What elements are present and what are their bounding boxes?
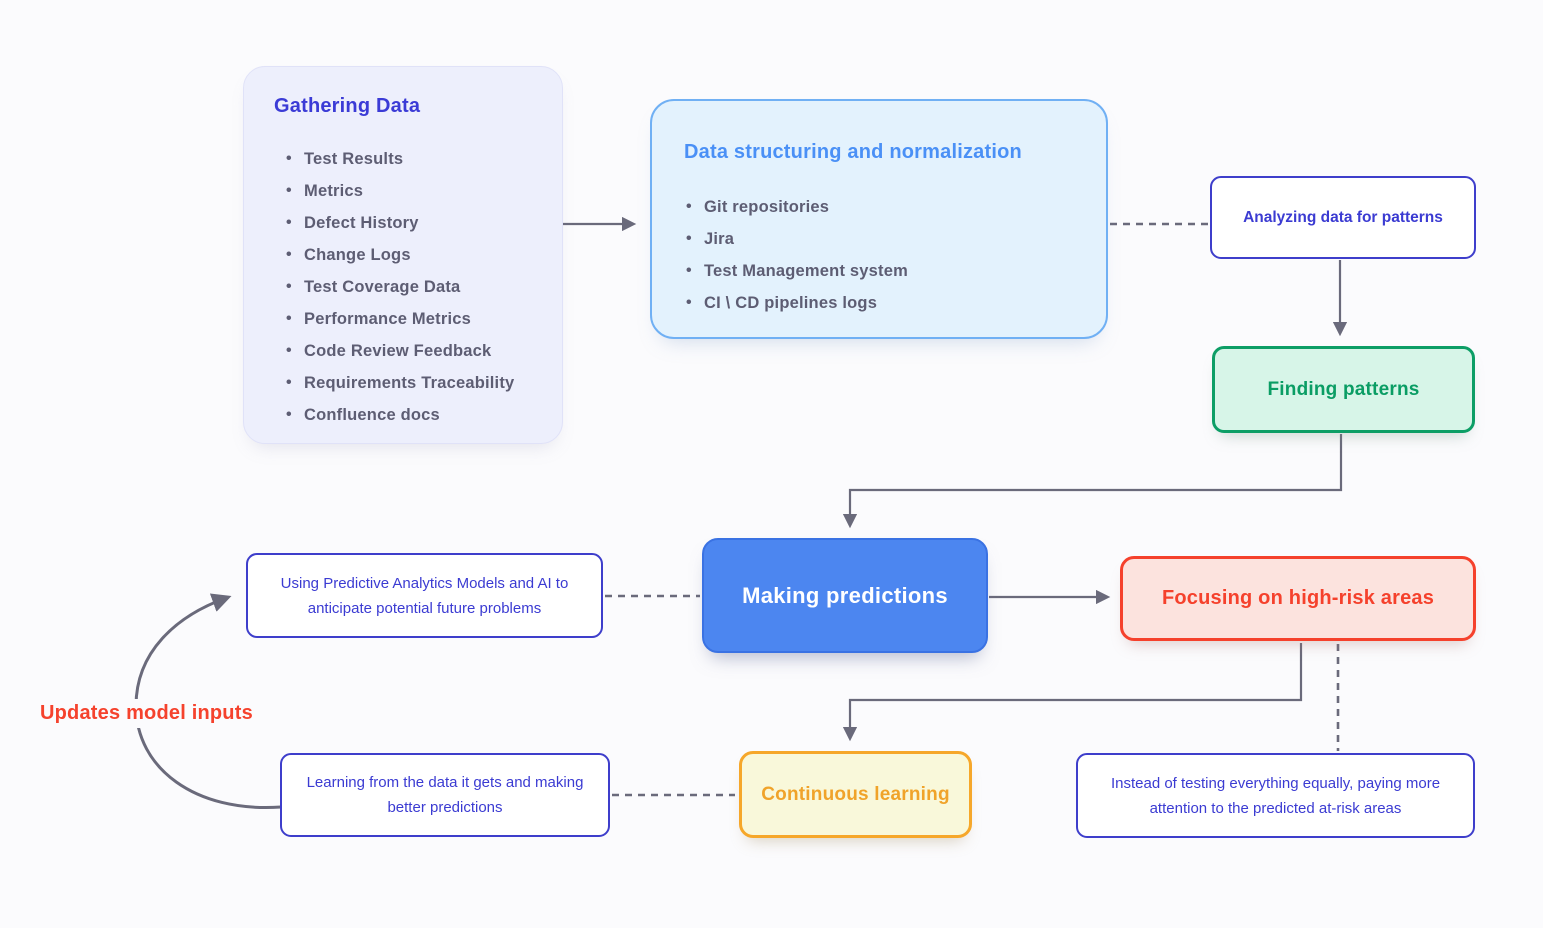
continuous-learning-label: Continuous learning bbox=[761, 783, 950, 805]
analyzing-data-box: Analyzing data for patterns bbox=[1210, 176, 1476, 259]
analyzing-data-label: Analyzing data for patterns bbox=[1243, 209, 1443, 226]
focusing-high-risk-label: Focusing on high-risk areas bbox=[1161, 587, 1435, 609]
updates-model-inputs-label: Updates model inputs bbox=[36, 699, 257, 728]
gathering-data-title: Gathering Data bbox=[274, 95, 421, 117]
list-item: Requirements Traceability bbox=[286, 367, 538, 399]
list-item: Change Logs bbox=[286, 239, 538, 271]
list-item: Performance Metrics bbox=[286, 303, 538, 335]
learning-note-label: Learning from the data it gets and makin… bbox=[306, 774, 584, 816]
finding-patterns-label: Finding patterns bbox=[1267, 378, 1420, 400]
elbow-finding-to-making bbox=[842, 434, 1343, 529]
list-item: Git repositories bbox=[686, 191, 1076, 223]
list-item: Test Results bbox=[286, 143, 538, 175]
continuous-learning-box: Continuous learning bbox=[739, 751, 972, 838]
focusing-high-risk-box: Focusing on high-risk areas bbox=[1120, 556, 1476, 641]
list-item: Confluence docs bbox=[286, 399, 538, 431]
list-item: Defect History bbox=[286, 207, 538, 239]
learning-note-box: Learning from the data it gets and makin… bbox=[280, 753, 610, 837]
gathering-data-list: Test Results Metrics Defect History Chan… bbox=[274, 143, 538, 431]
finding-patterns-box: Finding patterns bbox=[1212, 346, 1475, 433]
making-predictions-label: Making predictions bbox=[742, 582, 948, 608]
list-item: Test Management system bbox=[686, 255, 1076, 287]
elbow-focusing-to-continuous bbox=[842, 643, 1303, 742]
risk-testing-note-label: Instead of testing everything equally, p… bbox=[1110, 774, 1441, 817]
predictive-ai-note-label: Using Predictive Analytics Models and AI… bbox=[280, 574, 569, 617]
data-structuring-title: Data structuring and normalization bbox=[684, 141, 1022, 163]
list-item: Metrics bbox=[286, 175, 538, 207]
data-structuring-panel: Data structuring and normalization Git r… bbox=[650, 99, 1108, 339]
list-item: CI \ CD pipelines logs bbox=[686, 287, 1076, 319]
making-predictions-box: Making predictions bbox=[702, 538, 988, 653]
list-item: Code Review Feedback bbox=[286, 335, 538, 367]
risk-testing-note-box: Instead of testing everything equally, p… bbox=[1076, 753, 1475, 838]
list-item: Test Coverage Data bbox=[286, 271, 538, 303]
list-item: Jira bbox=[686, 223, 1076, 255]
gathering-data-panel: Gathering Data Test Results Metrics Defe… bbox=[243, 66, 563, 444]
data-structuring-list: Git repositories Jira Test Management sy… bbox=[684, 191, 1076, 319]
predictive-ai-note-box: Using Predictive Analytics Models and AI… bbox=[246, 553, 603, 638]
